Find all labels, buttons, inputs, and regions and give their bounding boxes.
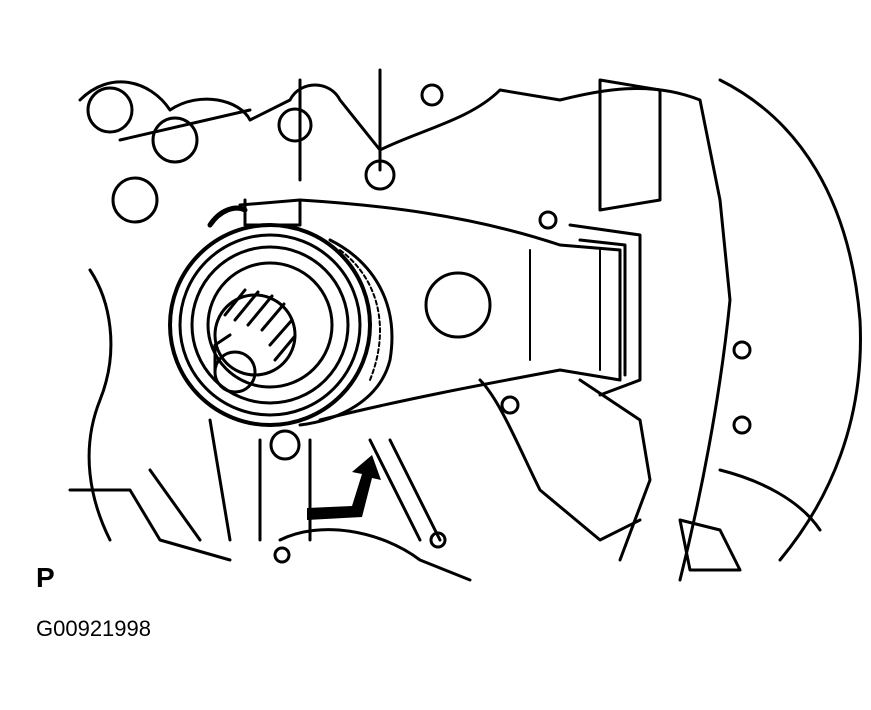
housing-bosses bbox=[86, 83, 752, 564]
release-bearing bbox=[168, 205, 394, 427]
release-fork bbox=[238, 198, 642, 422]
direction-arrow-icon bbox=[307, 455, 381, 520]
figure-id: G00921998 bbox=[36, 616, 151, 641]
input-shaft bbox=[213, 288, 297, 394]
transmission-housing bbox=[68, 68, 862, 582]
view-label: P bbox=[36, 562, 55, 593]
